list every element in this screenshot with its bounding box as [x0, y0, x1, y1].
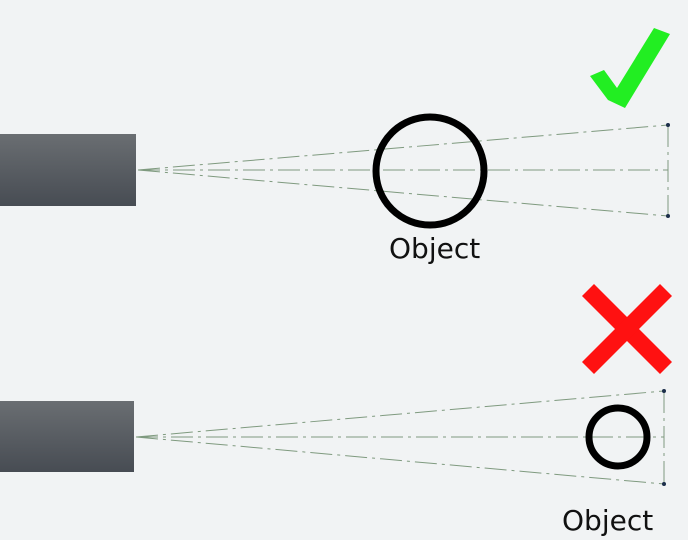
bottom-panel	[0, 283, 673, 486]
beam-cone	[135, 390, 665, 485]
beam-end-dot	[666, 123, 670, 127]
beam-lower-edge	[137, 169, 669, 217]
object-circle	[585, 404, 651, 470]
object-circle	[372, 113, 488, 229]
checkmark-icon	[590, 28, 670, 108]
sensor-body	[0, 401, 134, 472]
beam-end-dot	[666, 214, 670, 218]
beam-upper-edge	[137, 124, 669, 171]
cross-icon	[581, 283, 673, 375]
object-label: Object	[562, 504, 654, 537]
beam-end-dot	[662, 482, 666, 486]
beam-end-dot	[662, 389, 666, 393]
object-label: Object	[389, 232, 481, 265]
beam-lower-edge	[135, 436, 665, 485]
beam-upper-edge	[135, 390, 665, 438]
sensor-body	[0, 134, 136, 206]
beam-cone	[137, 124, 669, 217]
top-panel	[0, 28, 670, 229]
